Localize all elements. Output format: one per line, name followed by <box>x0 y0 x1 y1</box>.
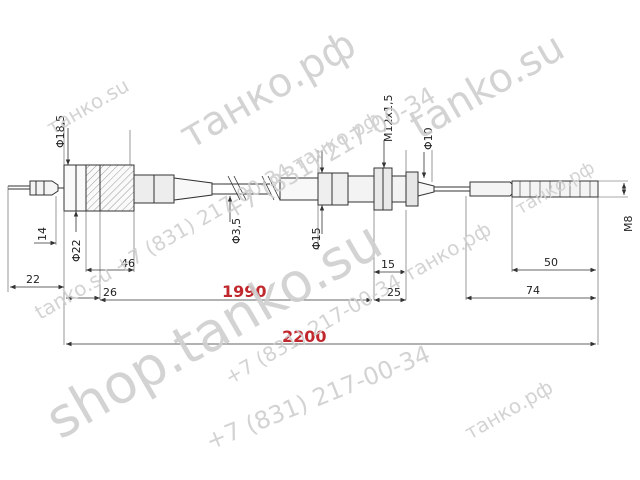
threaded-body <box>347 175 375 203</box>
label-25: 25 <box>387 286 401 299</box>
label-50: 50 <box>544 256 558 269</box>
label-15: 15 <box>381 258 395 271</box>
left-boot <box>173 177 213 201</box>
watermark-9: +7 (831) 217-00-34 <box>202 340 434 456</box>
dimension-labels: Φ18,5 Φ22 14 22 46 26 Φ3,5 Φ15 M12x1,5 Φ… <box>26 95 635 347</box>
cable-assembly <box>8 164 599 212</box>
label-phi18-5: Φ18,5 <box>54 115 67 148</box>
watermarks: танко.su +7 (831) 217-00-34 танко.рф sho… <box>31 21 599 455</box>
label-2200: 2200 <box>282 327 327 346</box>
label-m8: M8 <box>622 216 635 233</box>
label-14: 14 <box>36 227 49 241</box>
threaded-end-rod <box>511 180 599 198</box>
end-rod-cap <box>469 181 513 197</box>
label-46: 46 <box>121 257 135 270</box>
label-22: 22 <box>26 273 40 286</box>
label-74: 74 <box>526 284 540 297</box>
dimension-lines <box>10 128 627 347</box>
label-26: 26 <box>103 286 117 299</box>
watermark-4: shop.tanko.su <box>35 209 392 452</box>
extension-lines <box>7 120 628 345</box>
label-m12x1-5: M12x1,5 <box>382 95 395 143</box>
watermark-1: танко.su <box>43 73 134 139</box>
label-1990: 1990 <box>222 282 267 301</box>
label-phi3-5: Φ3,5 <box>230 218 243 244</box>
label-phi22: Φ22 <box>70 239 83 262</box>
label-phi10: Φ10 <box>422 127 435 150</box>
watermark-10: танко.рф <box>461 375 557 445</box>
label-phi15: Φ15 <box>310 227 323 250</box>
